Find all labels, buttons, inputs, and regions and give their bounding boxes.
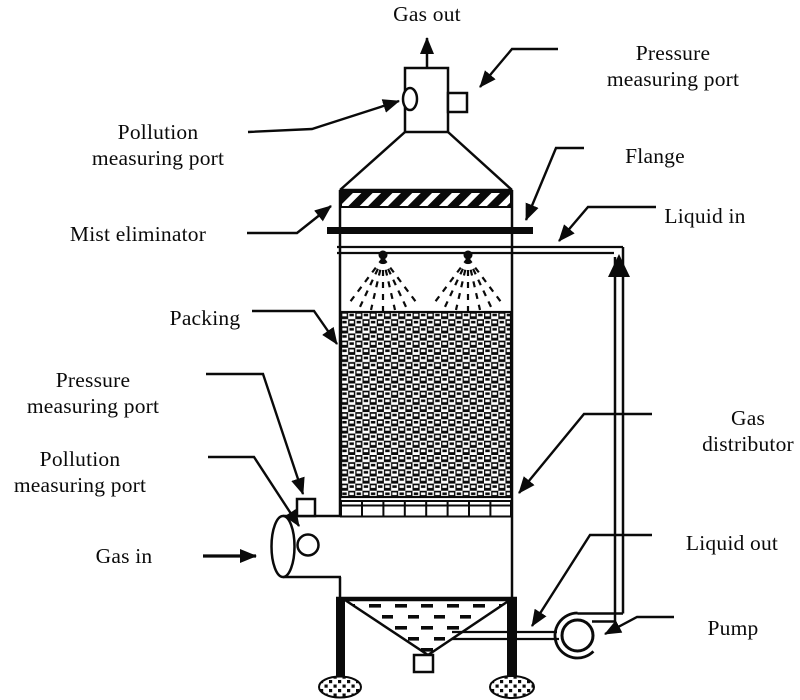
label-pump: Pump xyxy=(707,616,759,640)
gas-distributor-plate xyxy=(340,500,512,518)
recirculation-pipe xyxy=(613,247,625,622)
leader-pollution-bottom xyxy=(208,455,301,527)
gas-inlet-duct xyxy=(270,497,341,579)
label-gas-distributor: Gas distributor xyxy=(668,405,800,457)
label-gas-in: Gas in xyxy=(95,544,153,568)
mist-eliminator-band xyxy=(340,191,512,208)
label-gas-out: Gas out xyxy=(393,2,461,26)
sump xyxy=(336,596,517,674)
flange-bar xyxy=(327,227,533,234)
label-packing: Packing xyxy=(169,306,241,330)
leader-pressure-bottom xyxy=(206,372,305,495)
label-liquid-out: Liquid out xyxy=(685,531,779,555)
label-pressure-port-bottom-line2: measuring port xyxy=(26,394,160,418)
label-pressure-port-top-line2: measuring port xyxy=(606,67,740,91)
label-liquid-in: Liquid in xyxy=(664,204,746,228)
leader-arrows xyxy=(203,47,674,636)
label-gas-distributor-line1: Gas xyxy=(730,406,766,430)
support-legs xyxy=(318,598,535,699)
flow-up-arrowhead xyxy=(608,254,630,277)
liquid-out-pipe xyxy=(452,630,559,641)
right-foot xyxy=(489,675,535,699)
leader-pollution-top xyxy=(247,99,400,134)
spray-nozzles xyxy=(378,250,473,260)
packing-bed xyxy=(339,310,513,499)
gas-inlet-mouth xyxy=(270,514,296,579)
leader-flange xyxy=(524,146,584,221)
leader-liquid-in xyxy=(558,205,656,242)
sump-liquid xyxy=(340,598,515,657)
label-mist-eliminator: Mist eliminator xyxy=(69,222,207,246)
label-pressure-port-top: Pressure measuring port xyxy=(593,40,753,92)
pollution-port-bottom-icon xyxy=(296,533,320,557)
leader-packing xyxy=(252,309,338,345)
label-gas-distributor-line2: distributor xyxy=(702,432,794,456)
left-foot xyxy=(318,675,362,699)
label-pollution-port-bottom-line1: Pollution xyxy=(39,447,121,471)
leader-liquid-out xyxy=(530,533,652,627)
label-pressure-port-bottom: Pressure measuring port xyxy=(13,367,173,419)
leader-pressure-top xyxy=(479,47,558,88)
funnel-left xyxy=(339,131,406,191)
label-pressure-port-top-line1: Pressure xyxy=(635,41,711,65)
pressure-port-top-icon xyxy=(446,91,469,114)
pressure-port-bottom-icon xyxy=(295,497,317,518)
label-flange: Flange xyxy=(625,144,685,168)
leader-mist-eliminator xyxy=(247,205,332,235)
gas-outlet-assembly xyxy=(339,37,513,191)
label-pollution-port-top-line1: Pollution xyxy=(117,120,199,144)
spray-fans xyxy=(346,257,505,311)
label-pollution-port-top-line2: measuring port xyxy=(91,146,225,170)
pump-icon xyxy=(553,611,623,660)
drain-outlet-box xyxy=(412,653,435,674)
leader-gas-distributor xyxy=(518,412,652,494)
pollution-port-top-icon xyxy=(401,86,419,112)
label-pollution-port-bottom: Pollution measuring port xyxy=(0,446,160,498)
leader-pump xyxy=(604,615,674,636)
label-pressure-port-bottom-line1: Pressure xyxy=(55,368,131,392)
label-pollution-port-top: Pollution measuring port xyxy=(68,119,248,171)
funnel-right xyxy=(447,131,513,191)
label-pollution-port-bottom-line2: measuring port xyxy=(13,473,147,497)
